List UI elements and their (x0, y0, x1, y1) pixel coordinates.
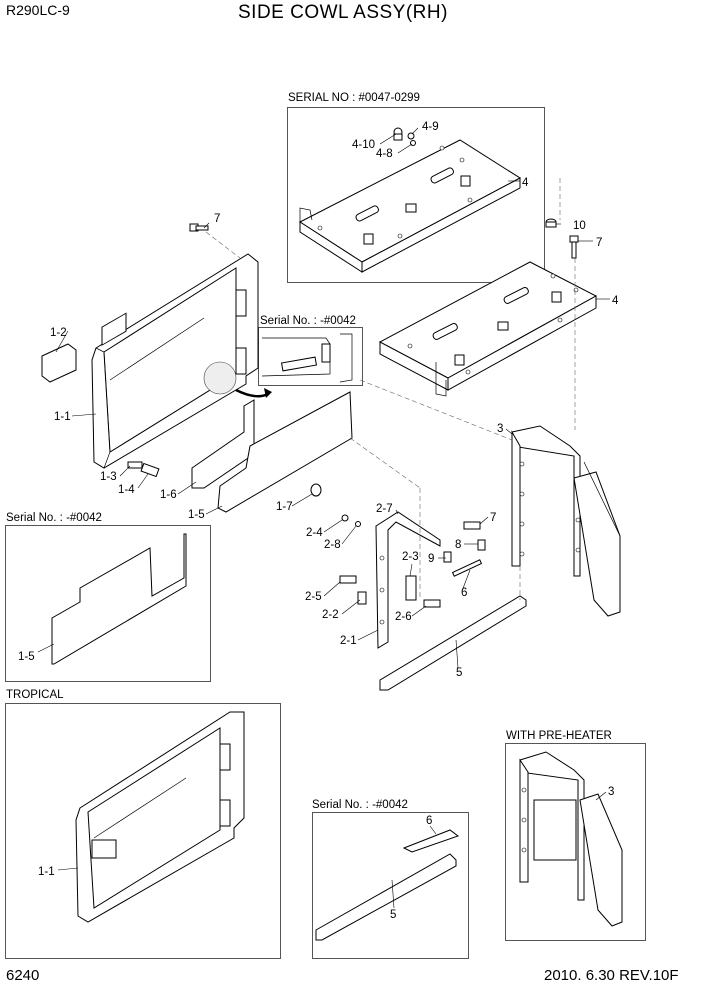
revision-date: 2010. 6.30 REV.10F (544, 967, 679, 984)
insulation-1-5 (217, 391, 353, 513)
label-5-bottom: 5 (390, 909, 396, 921)
clip-2-2 (357, 591, 367, 605)
bolt-7-right (569, 235, 579, 259)
model-number: R290LC-9 (6, 2, 70, 18)
serial-bottom-inset (312, 812, 469, 959)
label-3: 3 (497, 423, 503, 435)
serial-door-caption: Serial No. : -#0042 (260, 315, 356, 327)
bracket-main (378, 261, 598, 397)
label-2-6: 2-6 (395, 611, 412, 623)
label-4-top: 4 (522, 177, 529, 189)
label-2-2: 2-2 (322, 609, 339, 621)
label-1-4: 1-4 (118, 484, 135, 496)
label-9: 9 (428, 553, 434, 565)
tropical-caption: TROPICAL (6, 689, 64, 701)
page-number: 6240 (6, 967, 40, 984)
bolt-1-4 (140, 462, 160, 478)
label-1-5-inset: 1-5 (18, 651, 35, 663)
label-1-3: 1-3 (100, 471, 117, 483)
dashed-assembly-lines (205, 178, 576, 600)
handle-1-2 (41, 343, 77, 383)
bolt-2-6 (423, 599, 441, 608)
label-1-6: 1-6 (160, 489, 177, 501)
label-1-2: 1-2 (50, 327, 67, 339)
washer-2-8 (355, 521, 361, 527)
plate-2-3 (405, 575, 417, 601)
insulation-1-6 (191, 399, 255, 489)
door-inset-detail (261, 333, 353, 383)
label-7-right: 7 (596, 237, 602, 249)
page-title: SIDE COWL ASSY(RH) (238, 2, 448, 23)
serial-panel-caption: Serial No. : -#0042 (6, 512, 102, 524)
part-labels: 4-9 4-10 4-8 4 7 10 7 4 1-2 1-1 1-3 1-4 … (18, 121, 619, 921)
label-2-8: 2-8 (324, 539, 341, 551)
label-4-mid: 4 (612, 295, 619, 307)
label-2-1: 2-1 (340, 635, 357, 647)
label-7-mid: 7 (490, 512, 496, 524)
pre-heater-inset (505, 743, 646, 941)
tropical-inset (5, 703, 281, 959)
bolt-7-mid (463, 521, 481, 530)
label-2-4: 2-4 (306, 527, 323, 539)
bracket-top-inset (299, 139, 521, 273)
label-1-5: 1-5 (188, 509, 205, 521)
label-4-9: 4-9 (422, 121, 439, 133)
label-2-5: 2-5 (305, 591, 322, 603)
label-2-3: 2-3 (402, 551, 419, 563)
bolt-2-5 (339, 575, 357, 584)
label-7-top: 7 (214, 213, 220, 225)
rubber-cap-10 (545, 218, 557, 228)
label-1-1-tropical: 1-1 (38, 866, 55, 878)
bottom-serial-detail (315, 825, 460, 941)
label-6: 6 (461, 587, 467, 599)
serial-top-caption: SERIAL NO : #0047-0299 (288, 92, 420, 104)
label-1-7: 1-7 (276, 501, 293, 513)
label-6-bottom: 6 (426, 815, 432, 827)
pre-heater-bracket (519, 751, 623, 927)
serial-panel-inset (5, 525, 211, 682)
detail-arrow-head (264, 388, 272, 398)
insulation-panel-inset (37, 533, 187, 665)
stay-6 (451, 559, 483, 577)
label-3-pre-heater: 3 (608, 786, 614, 798)
detail-arrow (235, 388, 269, 398)
side-door (91, 253, 259, 469)
bolt-9 (443, 551, 452, 563)
label-8: 8 (455, 539, 461, 551)
bolt-7-top (189, 223, 209, 232)
bolt-4-10 (393, 127, 403, 141)
bolt-2-4 (341, 514, 349, 522)
rail-5 (379, 595, 527, 691)
label-1-1: 1-1 (54, 411, 71, 423)
bracket-3 (511, 425, 621, 617)
label-10: 10 (573, 220, 586, 232)
bracket-2-1 (375, 511, 441, 649)
rivet-1-7 (310, 483, 322, 497)
label-4-10: 4-10 (352, 139, 375, 151)
serial-bottom-caption: Serial No. : -#0042 (312, 799, 408, 811)
tropical-door (57, 711, 245, 923)
label-5: 5 (456, 667, 462, 679)
label-2-7: 2-7 (376, 503, 393, 515)
leader-lines (55, 127, 610, 669)
lock-1-3 (127, 461, 143, 469)
serial-top-inset (287, 107, 545, 283)
label-4-8: 4-8 (376, 148, 393, 160)
pre-heater-caption: WITH PRE-HEATER (506, 730, 612, 742)
washer-4-9 (407, 132, 415, 140)
bolt-8 (477, 539, 486, 551)
